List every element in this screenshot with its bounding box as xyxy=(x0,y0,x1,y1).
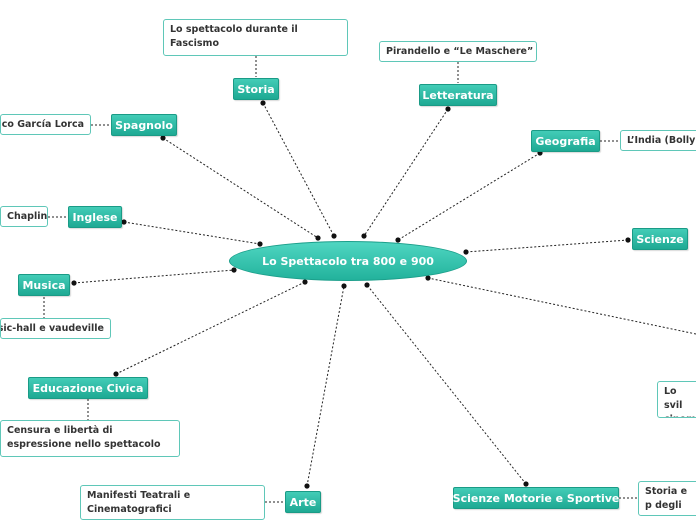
topic-arte[interactable]: Arte xyxy=(285,491,321,513)
dot-inglese xyxy=(121,219,127,225)
link-musica xyxy=(73,269,235,284)
dot-central-spagnolo xyxy=(315,235,321,241)
link-scienze-motorie xyxy=(366,284,527,485)
note-scienze-motorie[interactable]: Storia e p degli Stur xyxy=(638,481,696,516)
link-geografia xyxy=(397,152,541,241)
topic-musica[interactable]: Musica xyxy=(18,274,70,296)
note-musica-text: sic-hall e vaudeville xyxy=(0,323,104,334)
dot-central-educazione-civica xyxy=(302,279,308,285)
dot-central-scienze-motorie xyxy=(364,282,370,288)
note-arte-text: Manifesti Teatrali e Cinematografici xyxy=(87,490,191,515)
dot-spagnolo xyxy=(160,135,166,141)
note-scienze-motorie-text: Storia e p degli Stur xyxy=(645,486,688,515)
dot-central-arte xyxy=(341,283,347,289)
topic-scienze[interactable]: Scienze xyxy=(632,228,688,250)
note-letteratura-text: Pirandello e “Le Maschere” xyxy=(386,46,534,57)
dot-central-letteratura xyxy=(361,233,367,239)
link-letteratura xyxy=(363,108,449,237)
note-educazione-civica[interactable]: Censura e libertà di espressione nello s… xyxy=(0,420,180,457)
note-geografia-text: L’India (Bolly xyxy=(627,135,696,146)
dot-central-inglese xyxy=(257,241,263,247)
note-educazione-civica-text: Censura e libertà di espressione nello s… xyxy=(7,425,161,450)
topic-musica-label: Musica xyxy=(22,278,66,292)
dot-scienze-motorie xyxy=(523,481,529,487)
topic-inglese-label: Inglese xyxy=(72,210,118,224)
topic-geografia[interactable]: Geografia xyxy=(531,130,600,152)
dot-central-offscreen xyxy=(425,275,431,281)
topic-scienze-label: Scienze xyxy=(636,232,684,246)
note-storia[interactable]: Lo spettacolo durante il Fascismo xyxy=(163,19,348,56)
link-offscreen xyxy=(427,277,696,335)
note-inglese[interactable]: Chaplin xyxy=(0,206,48,227)
note-inglese-text: Chaplin xyxy=(7,211,48,222)
link-educazione-civica xyxy=(115,281,306,375)
note-offscreen-text: Lo svil cinem xyxy=(664,386,696,417)
note-letteratura[interactable]: Pirandello e “Le Maschere” xyxy=(379,41,537,62)
note-spagnolo[interactable]: ico García Lorca xyxy=(0,114,91,135)
link-inglese xyxy=(123,221,261,245)
dot-arte xyxy=(304,483,310,489)
topic-educazione-civica[interactable]: Educazione Civica xyxy=(28,377,148,399)
topic-spagnolo-label: Spagnolo xyxy=(115,118,173,132)
topic-educazione-civica-label: Educazione Civica xyxy=(32,381,144,395)
topic-inglese[interactable]: Inglese xyxy=(68,206,122,228)
link-arte xyxy=(306,285,345,487)
topic-letteratura[interactable]: Letteratura xyxy=(419,84,497,106)
topic-storia[interactable]: Storia xyxy=(233,78,279,100)
topic-scienze-motorie[interactable]: Scienze Motorie e Sportive xyxy=(453,487,619,509)
link-spagnolo xyxy=(162,137,319,239)
central-topic-label: Lo Spettacolo tra 800 e 900 xyxy=(262,254,434,268)
dot-central-geografia xyxy=(395,237,401,243)
dot-central-storia xyxy=(331,233,337,239)
topic-storia-label: Storia xyxy=(237,82,275,96)
note-storia-text: Lo spettacolo durante il Fascismo xyxy=(170,24,298,49)
dot-central-musica xyxy=(231,267,237,273)
note-arte[interactable]: Manifesti Teatrali e Cinematografici xyxy=(80,485,265,520)
note-geografia[interactable]: L’India (Bolly xyxy=(620,130,696,151)
topic-spagnolo[interactable]: Spagnolo xyxy=(111,114,177,136)
link-scienze xyxy=(465,239,629,253)
dot-central-scienze xyxy=(463,249,469,255)
dot-educazione-civica xyxy=(113,371,119,377)
topic-geografia-label: Geografia xyxy=(535,134,596,148)
central-topic[interactable]: Lo Spettacolo tra 800 e 900 xyxy=(229,241,467,281)
dot-storia xyxy=(260,100,266,106)
topic-arte-label: Arte xyxy=(289,495,317,509)
topic-letteratura-label: Letteratura xyxy=(422,88,494,102)
note-musica[interactable]: sic-hall e vaudeville xyxy=(0,318,111,339)
link-storia xyxy=(262,102,335,237)
note-spagnolo-text: ico García Lorca xyxy=(0,119,84,130)
note-offscreen[interactable]: Lo svil cinem xyxy=(657,381,696,418)
dot-scienze xyxy=(625,237,631,243)
topic-scienze-motorie-label: Scienze Motorie e Sportive xyxy=(452,491,620,505)
dot-letteratura xyxy=(445,106,451,112)
dot-musica xyxy=(71,280,77,286)
